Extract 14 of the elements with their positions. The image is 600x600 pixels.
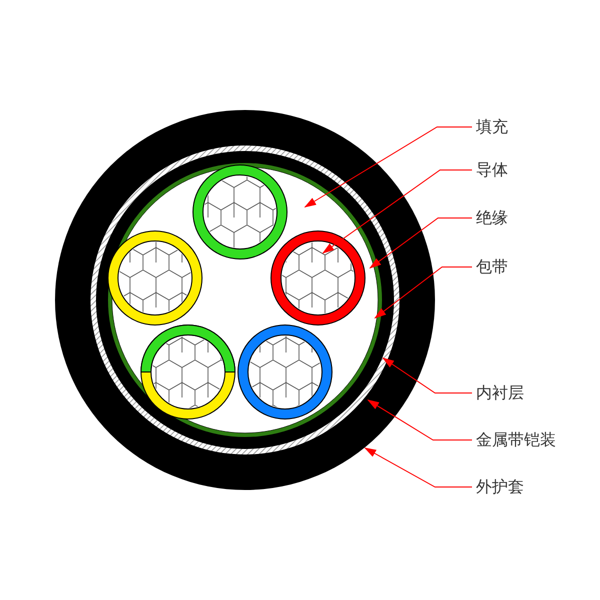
- leader-line: [374, 266, 472, 319]
- leader-line: [304, 126, 472, 208]
- part-label: 内衬层: [476, 383, 524, 403]
- leader-line: [364, 448, 472, 488]
- part-label: 包带: [476, 257, 508, 277]
- leader-line: [367, 399, 472, 440]
- part-label: 金属带铠装: [476, 430, 556, 450]
- part-label: 绝缘: [476, 208, 508, 228]
- leader-line: [322, 170, 472, 254]
- leader-line: [369, 218, 472, 269]
- part-label: 导体: [476, 160, 508, 180]
- part-label: 外护套: [476, 477, 524, 497]
- part-label: 填充: [476, 117, 508, 137]
- leader-line: [382, 357, 472, 394]
